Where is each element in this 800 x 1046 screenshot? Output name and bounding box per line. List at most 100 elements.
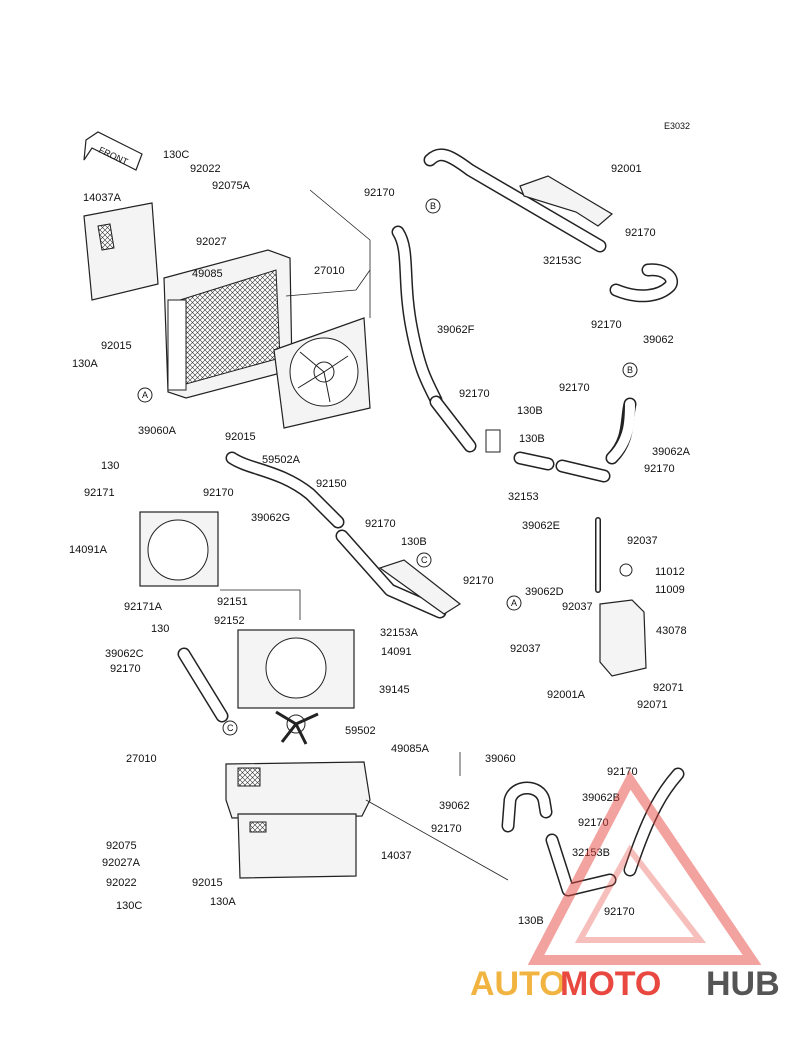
top-radiator-guard xyxy=(83,202,159,301)
fan-motor-59502 xyxy=(275,710,319,745)
part-label: 14037A xyxy=(83,192,122,204)
pipe-32153a xyxy=(335,529,462,619)
part-label: 92170 xyxy=(459,388,490,400)
svg-text:C: C xyxy=(421,555,428,565)
watermark-text-auto: AUTO xyxy=(470,965,566,1003)
part-label: 92071 xyxy=(653,682,684,694)
fan-shroud-14091a xyxy=(139,511,219,587)
part-label: 32153C xyxy=(543,255,582,267)
part-label: 39062 xyxy=(643,334,674,346)
watermark-text-hub: HUB xyxy=(706,965,780,1003)
bottom-radiator xyxy=(225,761,371,819)
hose-39062c xyxy=(177,647,229,723)
ref-marker-a: A xyxy=(137,387,153,403)
watermark-text-moto: MOTO xyxy=(560,965,661,1003)
part-label: 92075A xyxy=(212,180,251,192)
hose-39062f xyxy=(391,225,443,407)
part-label: 92015 xyxy=(101,340,132,352)
part-label: 39145 xyxy=(379,684,410,696)
part-label: 59502A xyxy=(262,454,301,466)
bottom-radiator-cover xyxy=(237,813,357,879)
part-label: 39062G xyxy=(251,512,290,524)
part-label: 92075 xyxy=(106,840,137,852)
part-label: 92152 xyxy=(214,615,245,627)
leader-line xyxy=(365,799,509,881)
part-label: 27010 xyxy=(314,265,345,277)
ref-marker-b: B xyxy=(425,198,441,214)
front-arrow: FRONT xyxy=(83,131,143,171)
part-label: 39062 xyxy=(439,800,470,812)
part-label: 130B xyxy=(517,405,543,417)
top-radiator xyxy=(163,249,293,399)
part-label: 92170 xyxy=(604,906,635,918)
part-label: 39062F xyxy=(437,324,475,336)
part-label: 92015 xyxy=(225,431,256,443)
part-label: 92170 xyxy=(364,187,395,199)
pipe-32153 xyxy=(429,395,611,483)
part-label: 130C xyxy=(116,900,142,912)
part-label: 92171A xyxy=(124,601,163,613)
fan-shroud xyxy=(273,317,371,429)
hose-32153c xyxy=(423,148,614,253)
svg-text:C: C xyxy=(227,723,234,733)
svg-text:B: B xyxy=(430,201,436,211)
ref-marker-a: A xyxy=(506,595,522,611)
part-label: 92170 xyxy=(203,487,234,499)
part-label: 32153 xyxy=(508,491,539,503)
leader-line xyxy=(220,589,301,620)
svg-text:A: A xyxy=(142,390,148,400)
ref-marker-c: C xyxy=(416,552,432,568)
hose-39062b xyxy=(623,767,685,877)
part-label: 39062B xyxy=(582,792,620,804)
part-label: 39060 xyxy=(485,753,516,765)
reserve-tank xyxy=(595,517,647,677)
part-label: 130C xyxy=(163,149,189,161)
part-label: 92027 xyxy=(196,236,227,248)
part-label: 92170 xyxy=(110,663,141,675)
hose-39062a xyxy=(605,397,637,465)
part-label: 92037 xyxy=(627,535,658,547)
watermark-logo: AUTO MOTO HUB xyxy=(470,770,780,1003)
leader-line xyxy=(309,189,371,318)
part-label: 130 xyxy=(151,623,169,635)
part-label: 49085 xyxy=(192,268,223,280)
part-label: 92071 xyxy=(637,699,668,711)
part-label: 92170 xyxy=(644,463,675,475)
part-label: 59502 xyxy=(345,725,376,737)
part-label: 130B xyxy=(401,536,427,548)
part-label: 39062E xyxy=(522,520,560,532)
part-label: 92151 xyxy=(217,596,248,608)
part-label: 130A xyxy=(210,896,236,908)
ref-marker-b: B xyxy=(622,362,638,378)
part-labels: 130C 92022 92075A 14037A 92027 49085 270… xyxy=(69,149,691,927)
part-label: 92150 xyxy=(316,478,347,490)
svg-text:A: A xyxy=(511,598,517,608)
part-label: 130B xyxy=(519,433,545,445)
part-label: 43078 xyxy=(656,625,687,637)
part-label: 92170 xyxy=(559,382,590,394)
part-label: 92022 xyxy=(106,877,137,889)
part-label: 27010 xyxy=(126,753,157,765)
part-label: 49085A xyxy=(391,743,430,755)
part-label: 11012 xyxy=(655,566,685,578)
hose-39062g xyxy=(225,451,345,529)
part-label: 92170 xyxy=(463,575,494,587)
hose-39062-bottom xyxy=(501,781,553,833)
part-label: 92170 xyxy=(591,319,622,331)
part-label: 92001 xyxy=(611,163,642,175)
part-label: 32153A xyxy=(380,627,419,639)
part-label: 39062D xyxy=(525,586,564,598)
part-label: 130 xyxy=(101,460,119,472)
part-label: 130A xyxy=(72,358,98,370)
part-label: 92027A xyxy=(102,857,141,869)
part-label: 14091A xyxy=(69,544,108,556)
part-label: 130B xyxy=(518,915,544,927)
part-label: 92015 xyxy=(192,877,223,889)
svg-text:B: B xyxy=(627,365,633,375)
ref-marker-c: C xyxy=(222,720,238,736)
part-label: 39062A xyxy=(652,446,691,458)
wire-harness xyxy=(285,269,371,297)
part-label: 92037 xyxy=(562,601,593,613)
part-label: 92037 xyxy=(510,643,541,655)
diagram-code: E3032 xyxy=(664,121,690,131)
